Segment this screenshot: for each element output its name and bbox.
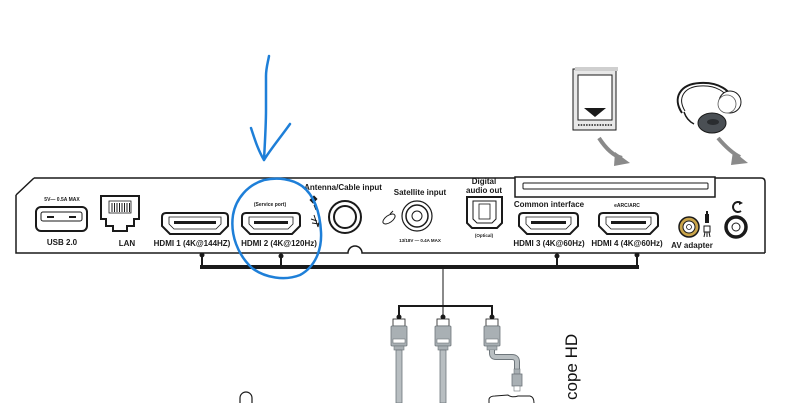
earc-label: eARC/ARC xyxy=(614,203,640,209)
lan-label: LAN xyxy=(119,239,136,248)
hdmi4-label: HDMI 4 (4K@60Hz) xyxy=(591,239,663,248)
hdmi-cable-1 xyxy=(390,318,408,404)
split-wire xyxy=(396,305,495,320)
hdmi2-label: HDMI 2 (4K@120Hz) xyxy=(241,239,317,248)
optical-audio-port[interactable]: Digital audio out (Optical) xyxy=(466,177,503,238)
hdmi3-label: HDMI 3 (4K@60Hz) xyxy=(513,239,585,248)
lan-port[interactable]: LAN xyxy=(100,195,140,248)
back-panel xyxy=(15,176,766,254)
satellite-label: Satellite input xyxy=(394,188,447,197)
partial-device-outline xyxy=(239,391,253,403)
hdmi2-port[interactable]: (Service port) HDMI 2 (4K@120Hz) xyxy=(241,202,317,248)
av-adapter-label: AV adapter xyxy=(671,241,713,250)
external-device-icon xyxy=(488,394,535,404)
satellite-rating-label: 13/18V — 0.4A MAX xyxy=(399,238,441,243)
usb-port[interactable]: 5V— 0.5A MAX USB 2.0 xyxy=(35,197,88,247)
optical-sublabel: (Optical) xyxy=(475,233,494,238)
headphones-arrow-icon xyxy=(716,136,748,165)
connection-bus xyxy=(199,252,640,269)
annotation-arrow-icon xyxy=(249,54,292,162)
ci-card-arrow-icon xyxy=(597,136,630,166)
hdmi2-service-label: (Service port) xyxy=(254,202,287,208)
satellite-input-port[interactable]: Satellite input 13/18V — 0.4A MAX xyxy=(381,188,447,243)
headphone-jack-port[interactable] xyxy=(724,201,748,239)
optical-label-line1: Digital xyxy=(472,177,496,186)
annotation-circle xyxy=(231,177,323,280)
hdmi4-port[interactable]: eARC/ARC HDMI 4 (4K@60Hz) xyxy=(591,203,663,248)
hdmi1-port[interactable]: HDMI 1 (4K@144HZ) xyxy=(154,212,231,248)
antenna-label: Antenna/Cable input xyxy=(304,183,382,192)
hdmi-cable-2 xyxy=(434,318,452,404)
hdmi3-port[interactable]: Common interface HDMI 3 (4K@60Hz) xyxy=(513,200,585,248)
headphone-symbol-icon xyxy=(732,201,742,213)
hdmi-cable-3 xyxy=(483,318,523,392)
optical-label-line2: audio out xyxy=(466,186,502,195)
side-caption: cope HD xyxy=(562,334,581,400)
hdmi1-label: HDMI 1 (4K@144HZ) xyxy=(154,239,231,248)
usb-label: USB 2.0 xyxy=(47,238,78,247)
common-interface-label: Common interface xyxy=(514,200,585,209)
av-plug-icon xyxy=(703,211,711,238)
satellite-dish-icon xyxy=(382,210,396,225)
antenna-input-port[interactable]: Antenna/Cable input xyxy=(304,183,382,234)
headphones-icon xyxy=(676,81,742,134)
av-adapter-port[interactable]: AV adapter xyxy=(671,211,713,250)
ci-card-icon xyxy=(572,67,618,131)
usb-rating-label: 5V— 0.5A MAX xyxy=(44,197,80,203)
ci-slot[interactable] xyxy=(514,176,716,198)
